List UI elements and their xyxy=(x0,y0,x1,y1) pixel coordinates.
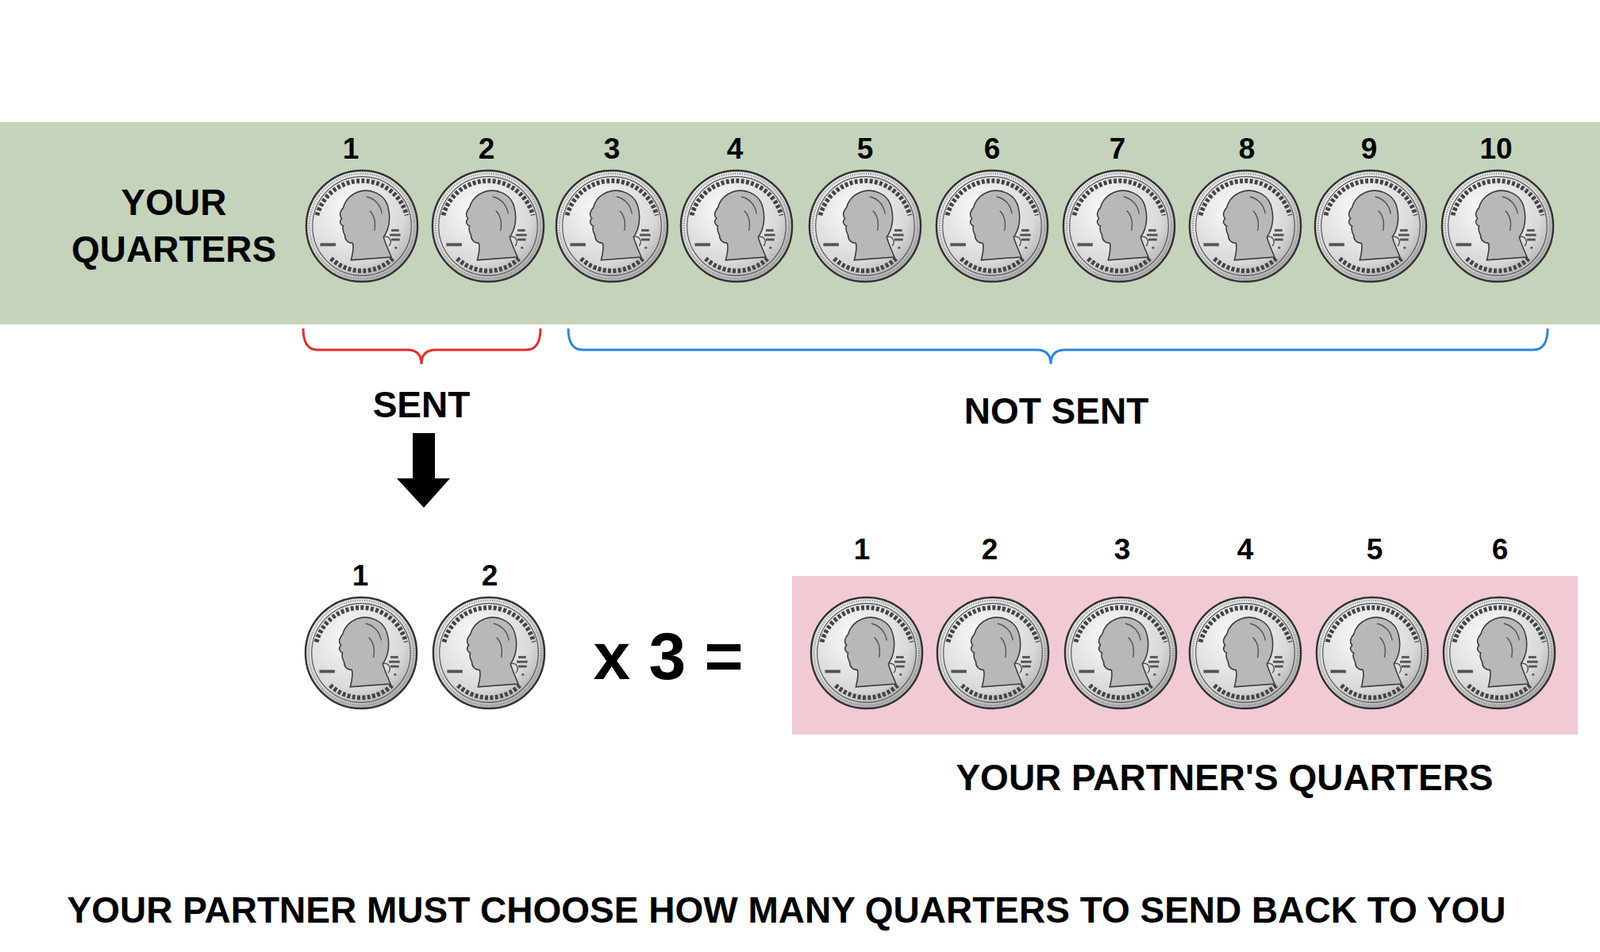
callout-number: 9 xyxy=(1361,133,1378,166)
quarter-coin xyxy=(1189,170,1301,282)
quarter-coin xyxy=(809,170,921,282)
callout-number: 1 xyxy=(853,534,871,567)
quarter-coin xyxy=(1065,597,1177,709)
quarter-coin xyxy=(1315,170,1427,282)
quarter-coin xyxy=(1316,597,1428,709)
quarter-coin xyxy=(306,170,418,282)
callout-number: 1 xyxy=(352,560,370,593)
player-coins xyxy=(306,170,1554,282)
callout-number: 5 xyxy=(1366,534,1384,567)
callout-number: 6 xyxy=(984,133,1001,166)
quarter-coin xyxy=(680,170,793,282)
callout-number: 6 xyxy=(1492,534,1509,567)
callout-number: 4 xyxy=(1237,534,1254,567)
quarter-coin xyxy=(811,597,923,709)
callout-number: 1 xyxy=(342,133,360,166)
partner-quarters-band: YOUR PARTNER'S QUARTERS xyxy=(792,576,1578,735)
caption: YOUR PARTNER MUST CHOOSE HOW MANY QUARTE… xyxy=(67,890,1507,931)
callout-number: 5 xyxy=(857,133,874,166)
callout-number: 8 xyxy=(1238,133,1256,166)
quarter-coin xyxy=(1189,597,1301,709)
quarter-coin xyxy=(305,597,417,709)
quarter-coin xyxy=(937,597,1049,709)
quarter-coin xyxy=(936,170,1048,282)
quarter-coin xyxy=(556,170,668,282)
bracket-label: SENT xyxy=(373,384,471,426)
quarter-coin xyxy=(1442,170,1554,282)
sent-bracket xyxy=(303,328,541,365)
quarter-coin xyxy=(432,170,544,282)
player-quarters-band: YOUR QUARTERS xyxy=(0,122,1600,325)
band-title: YOUR PARTNER'S QUARTERS xyxy=(955,754,1493,802)
quarter-coin xyxy=(1063,170,1175,282)
callout-number: 2 xyxy=(478,133,496,166)
callout-number: 4 xyxy=(726,133,744,166)
callout-number: 2 xyxy=(481,560,499,593)
sent-coins xyxy=(305,597,545,709)
down-arrow xyxy=(396,433,450,508)
callout-number: 2 xyxy=(981,534,999,567)
callout-number: 7 xyxy=(1109,133,1127,166)
callout-number: 3 xyxy=(1114,534,1131,567)
callout-number: 10 xyxy=(1479,133,1512,166)
not-sent-bracket xyxy=(568,328,1548,365)
multiplier-equation: x 3 = xyxy=(592,619,743,693)
bracket-label: NOT SENT xyxy=(964,391,1150,432)
band-title: YOUR QUARTERS xyxy=(54,179,293,274)
callout-number: 3 xyxy=(603,133,621,166)
quarter-coin xyxy=(1443,597,1555,709)
partner-coins xyxy=(811,597,1555,709)
quarter-coin xyxy=(433,597,545,709)
